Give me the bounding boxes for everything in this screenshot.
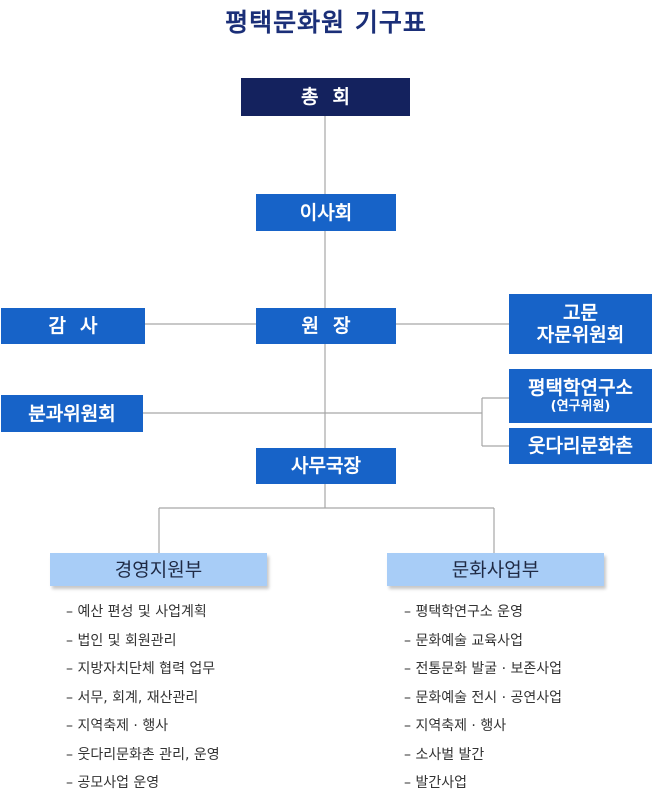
udari-village-label: 웃다리문화촌 [528, 435, 633, 457]
institute-note: (연구위원) [550, 399, 611, 414]
list-item: 지방자치단체 협력 업무 [66, 659, 220, 688]
list-item: 예산 편성 및 사업계획 [66, 602, 220, 631]
advisory-label-line1: 고문 [563, 302, 598, 324]
secretariat-label: 사무국장 [291, 455, 361, 477]
auditor-label: 감사 [48, 315, 112, 337]
list-item: 소사벌 발간 [404, 745, 562, 774]
institute-box: 평택학연구소 (연구위원) [509, 369, 652, 423]
auditor-box: 감사 [1, 308, 145, 344]
list-item: 문화예술 교육사업 [404, 631, 562, 660]
general-assembly-box: 총회 [241, 78, 410, 116]
list-item: 웃다리문화촌 관리, 운영 [66, 745, 219, 774]
management-task-list: 예산 편성 및 사업계획 법인 및 회원관리 지방자치단체 협력 업무 서무, … [66, 602, 220, 802]
advisory-label-line2: 자문위원회 [536, 324, 625, 346]
culture-dept-box: 문화사업부 [387, 553, 604, 586]
list-item: 문화예술 전시 · 공연사업 [404, 688, 562, 717]
management-dept-label: 경영지원부 [114, 558, 203, 581]
list-item: 발간사업 [404, 773, 562, 802]
list-item: 지역축제 · 행사 [66, 716, 220, 745]
director-label: 원장 [301, 315, 365, 337]
list-item: 전통문화 발굴 · 보존사업 [404, 659, 562, 688]
secretariat-box: 사무국장 [256, 448, 396, 484]
list-item: 평택학연구소 운영 [404, 602, 562, 631]
culture-dept-label: 문화사업부 [451, 558, 540, 581]
management-dept-box: 경영지원부 [50, 553, 267, 586]
udari-village-box: 웃다리문화촌 [509, 428, 652, 464]
list-item: 서무, 회계, 재산관리 [66, 688, 220, 717]
subcommittee-label: 분과위원회 [28, 402, 116, 425]
list-item: 공모사업 운영 [66, 773, 220, 802]
page-title: 평택문화원 기구표 [225, 8, 427, 37]
institute-label: 평택학연구소 [528, 377, 633, 399]
list-item: 지역축제 · 행사 [404, 716, 562, 745]
list-item: 법인 및 회원관리 [66, 631, 220, 660]
culture-task-list: 평택학연구소 운영 문화예술 교육사업 전통문화 발굴 · 보존사업 문화예술 … [404, 602, 562, 802]
board-box: 이사회 [256, 194, 396, 231]
director-box: 원장 [256, 308, 396, 344]
advisory-committee-box: 고문 자문위원회 [509, 294, 652, 354]
general-assembly-label: 총회 [301, 86, 364, 108]
board-label: 이사회 [299, 201, 353, 224]
subcommittee-box: 분과위원회 [1, 395, 143, 432]
